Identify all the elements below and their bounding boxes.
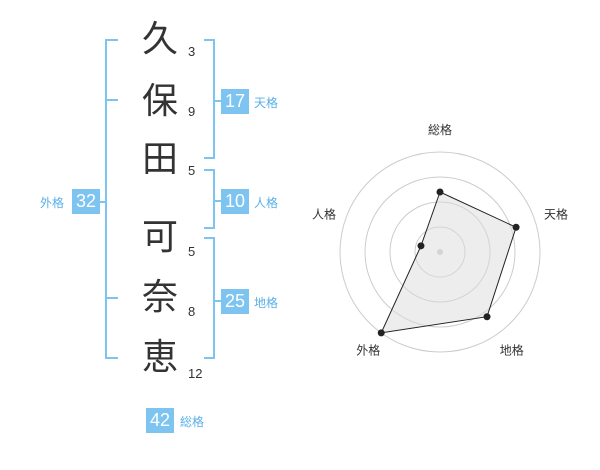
radar-axis-label-3: 地格 <box>500 343 524 358</box>
name-char-2: 保 <box>141 81 178 122</box>
soukaku-value-box: 42 <box>146 408 174 433</box>
name-char-5: 奈 <box>141 277 178 318</box>
name-char-4: 可 <box>141 217 178 258</box>
chikaku-label: 地格 <box>254 296 279 310</box>
radar-axis-label-1: 総格 <box>428 122 452 137</box>
radar-value-polygon <box>380 191 517 334</box>
stroke-count-3: 5 <box>188 163 196 178</box>
stroke-count-4: 5 <box>188 244 196 259</box>
radar-axis-label-5: 人格 <box>312 206 336 221</box>
radar-point-2 <box>512 223 520 231</box>
stroke-count-6: 12 <box>188 366 203 381</box>
radar-point-3 <box>483 313 491 321</box>
radar-axis-label-2: 天格 <box>544 206 568 221</box>
tenkaku-label: 天格 <box>254 96 279 110</box>
radar-point-1 <box>436 188 444 196</box>
stroke-count-5: 8 <box>188 304 196 319</box>
chikaku-value-box: 25 <box>221 289 249 314</box>
jinkaku-label: 人格 <box>254 196 279 210</box>
name-char-1: 久 <box>141 19 178 60</box>
jinkaku-value-box: 10 <box>221 189 249 214</box>
gaikaku-label: 外格 <box>40 196 65 210</box>
gaikaku-value-box: 32 <box>72 189 100 214</box>
radar-point-4 <box>377 329 385 337</box>
radar-axis-label-4: 外格 <box>356 343 380 358</box>
stroke-count-1: 3 <box>188 44 196 59</box>
name-char-3: 田 <box>141 139 178 180</box>
name-char-6: 恵 <box>141 337 178 378</box>
radar-grid-ring-4 <box>339 151 541 353</box>
tenkaku-bracket <box>204 39 215 159</box>
chikaku-bracket <box>204 237 215 359</box>
gaikaku-bracket <box>105 39 118 359</box>
tenkaku-value-box: 17 <box>221 89 249 114</box>
radar-point-5 <box>417 242 425 250</box>
jinkaku-bracket <box>204 169 215 229</box>
radar-grid-ring-3 <box>364 176 516 328</box>
soukaku-label: 総格 <box>180 415 205 429</box>
stroke-count-2: 9 <box>188 104 196 119</box>
